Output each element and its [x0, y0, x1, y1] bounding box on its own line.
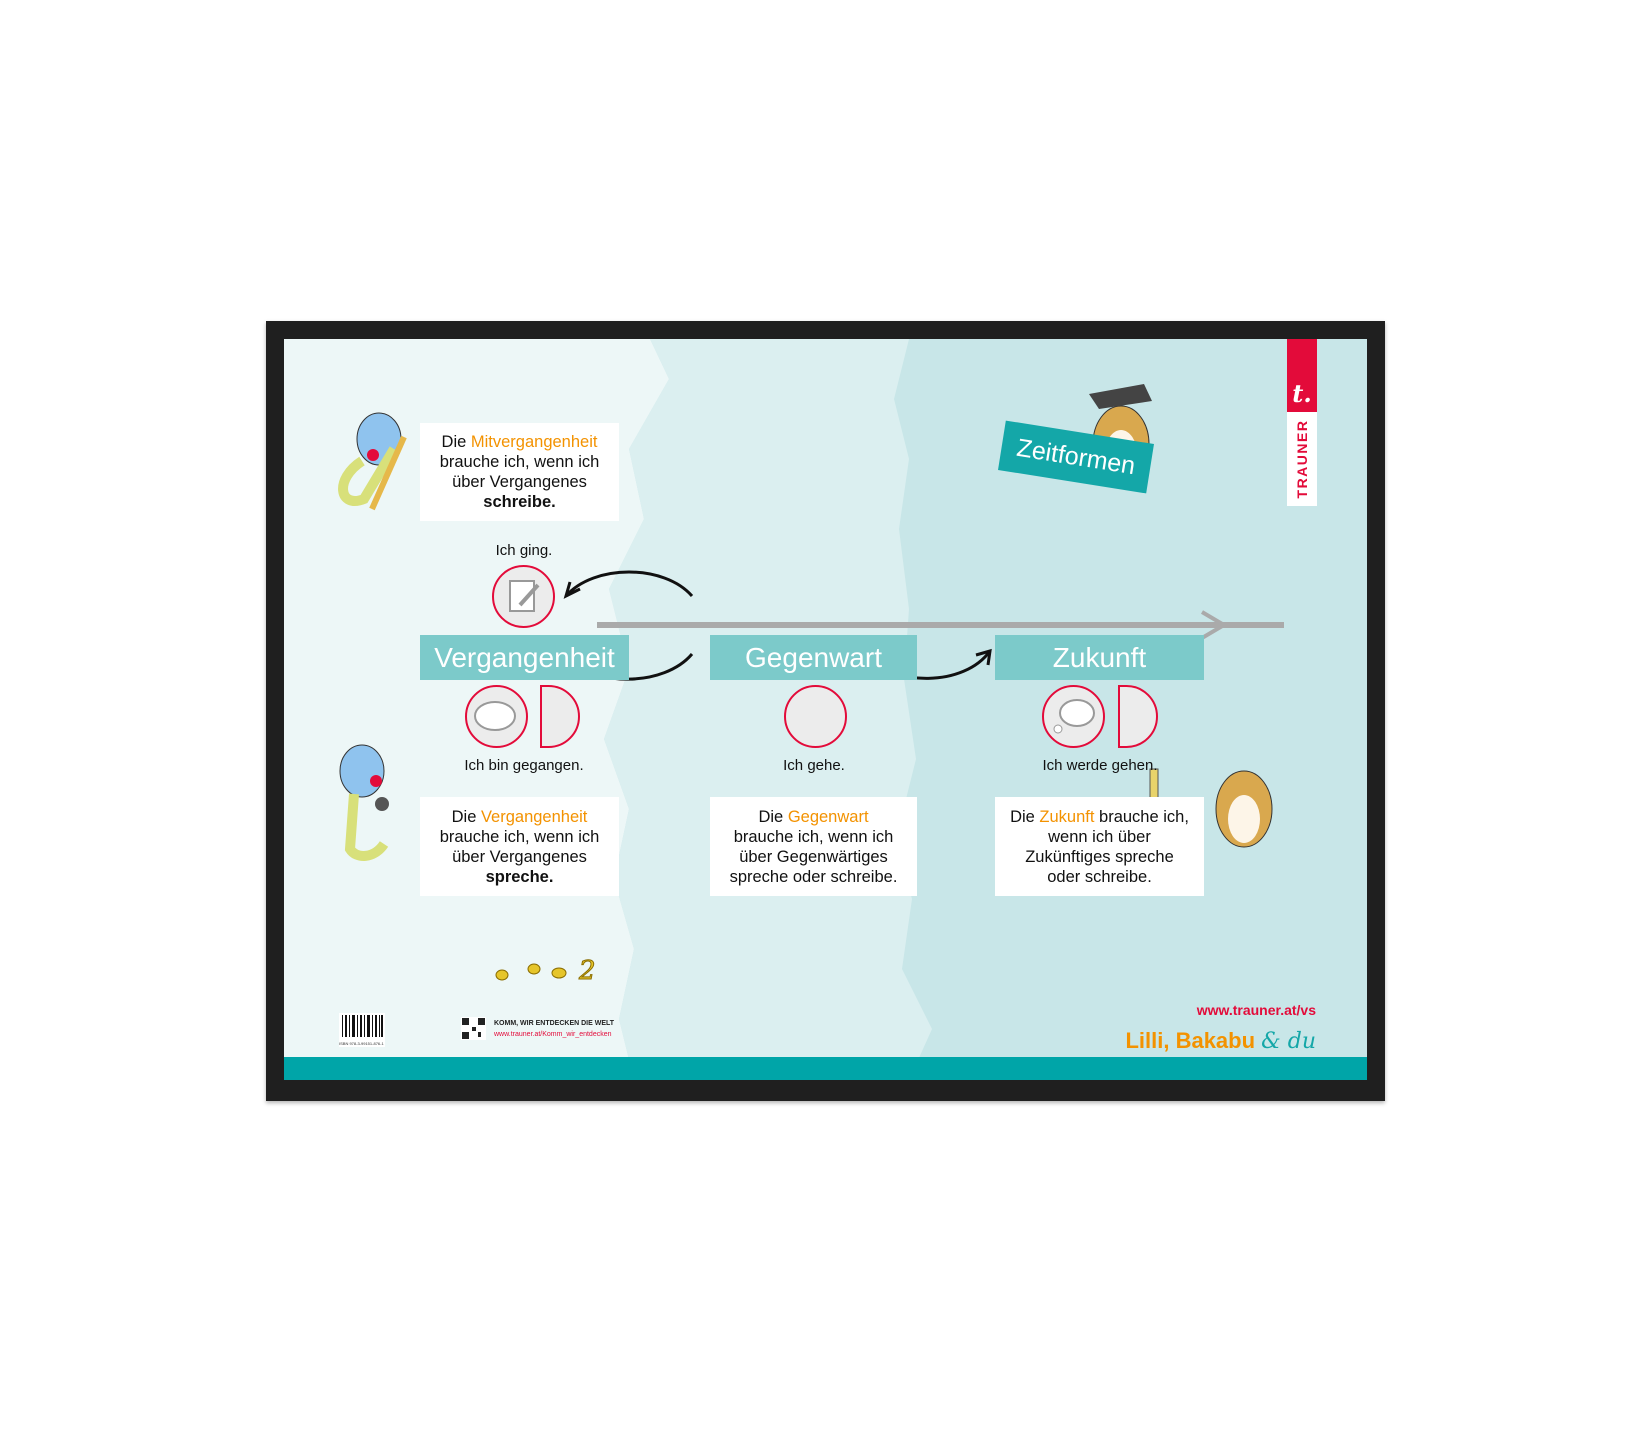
box-zukunft: Die Zukunft brauche ich, wenn ich über Z…	[995, 797, 1204, 896]
music-notes-illustration: 2	[495, 956, 596, 987]
example-zukunft: Ich werde gehen.	[1042, 757, 1158, 774]
trauner-wordmark: TRAUNER	[1294, 419, 1310, 499]
box-vergangenheit: Die Vergangenheit brauche ich, wenn ich …	[420, 797, 619, 896]
poster: 2 Zeitformen t. TRAUNER Die Mitvergangen…	[284, 339, 1367, 1080]
qr-code	[461, 1017, 486, 1040]
example-gegenwart: Ich gehe.	[783, 757, 845, 774]
present-circle-marker	[784, 685, 847, 748]
bakabu-microphone-illustration	[339, 744, 389, 861]
trauner-t-logo: t.	[1287, 339, 1317, 412]
svg-text:2: 2	[578, 956, 596, 986]
song-title: KOMM, WIR ENTDECKEN DIE WELT	[494, 1020, 615, 1027]
bottom-band	[284, 1057, 1367, 1080]
trauner-logo: t. TRAUNER	[1287, 339, 1317, 506]
isbn-text: ISBN 978-3-99151-876-1	[339, 1041, 384, 1046]
song-url-link[interactable]: www.trauner.at/Komm_wir_entdecken	[494, 1031, 612, 1038]
box-gegenwart: Die Gegenwart brauche ich, wenn ich über…	[710, 797, 917, 896]
write-icon	[492, 565, 555, 628]
speech-bubble-icon	[465, 685, 528, 748]
website-link[interactable]: www.trauner.at/vs	[1196, 1002, 1316, 1018]
tense-zukunft: Zukunft	[995, 635, 1204, 680]
example-ich-ging: Ich ging.	[495, 542, 553, 559]
barcode	[339, 1013, 385, 1047]
tense-gegenwart: Gegenwart	[710, 635, 917, 680]
example-vergangenheit: Ich bin gegangen.	[464, 757, 584, 774]
arrow-present-to-past-top	[564, 570, 694, 597]
tense-vergangenheit: Vergangenheit	[420, 635, 629, 680]
timeline-arrowhead	[1200, 610, 1228, 640]
bakabu-writing-illustration	[338, 412, 407, 511]
box-mitvergangenheit: Die Mitvergangenheit brauche ich, wenn i…	[420, 423, 619, 521]
thought-bubble-icon	[1042, 685, 1105, 748]
series-logo: Lilli, Bakabu & du	[1125, 1028, 1316, 1054]
